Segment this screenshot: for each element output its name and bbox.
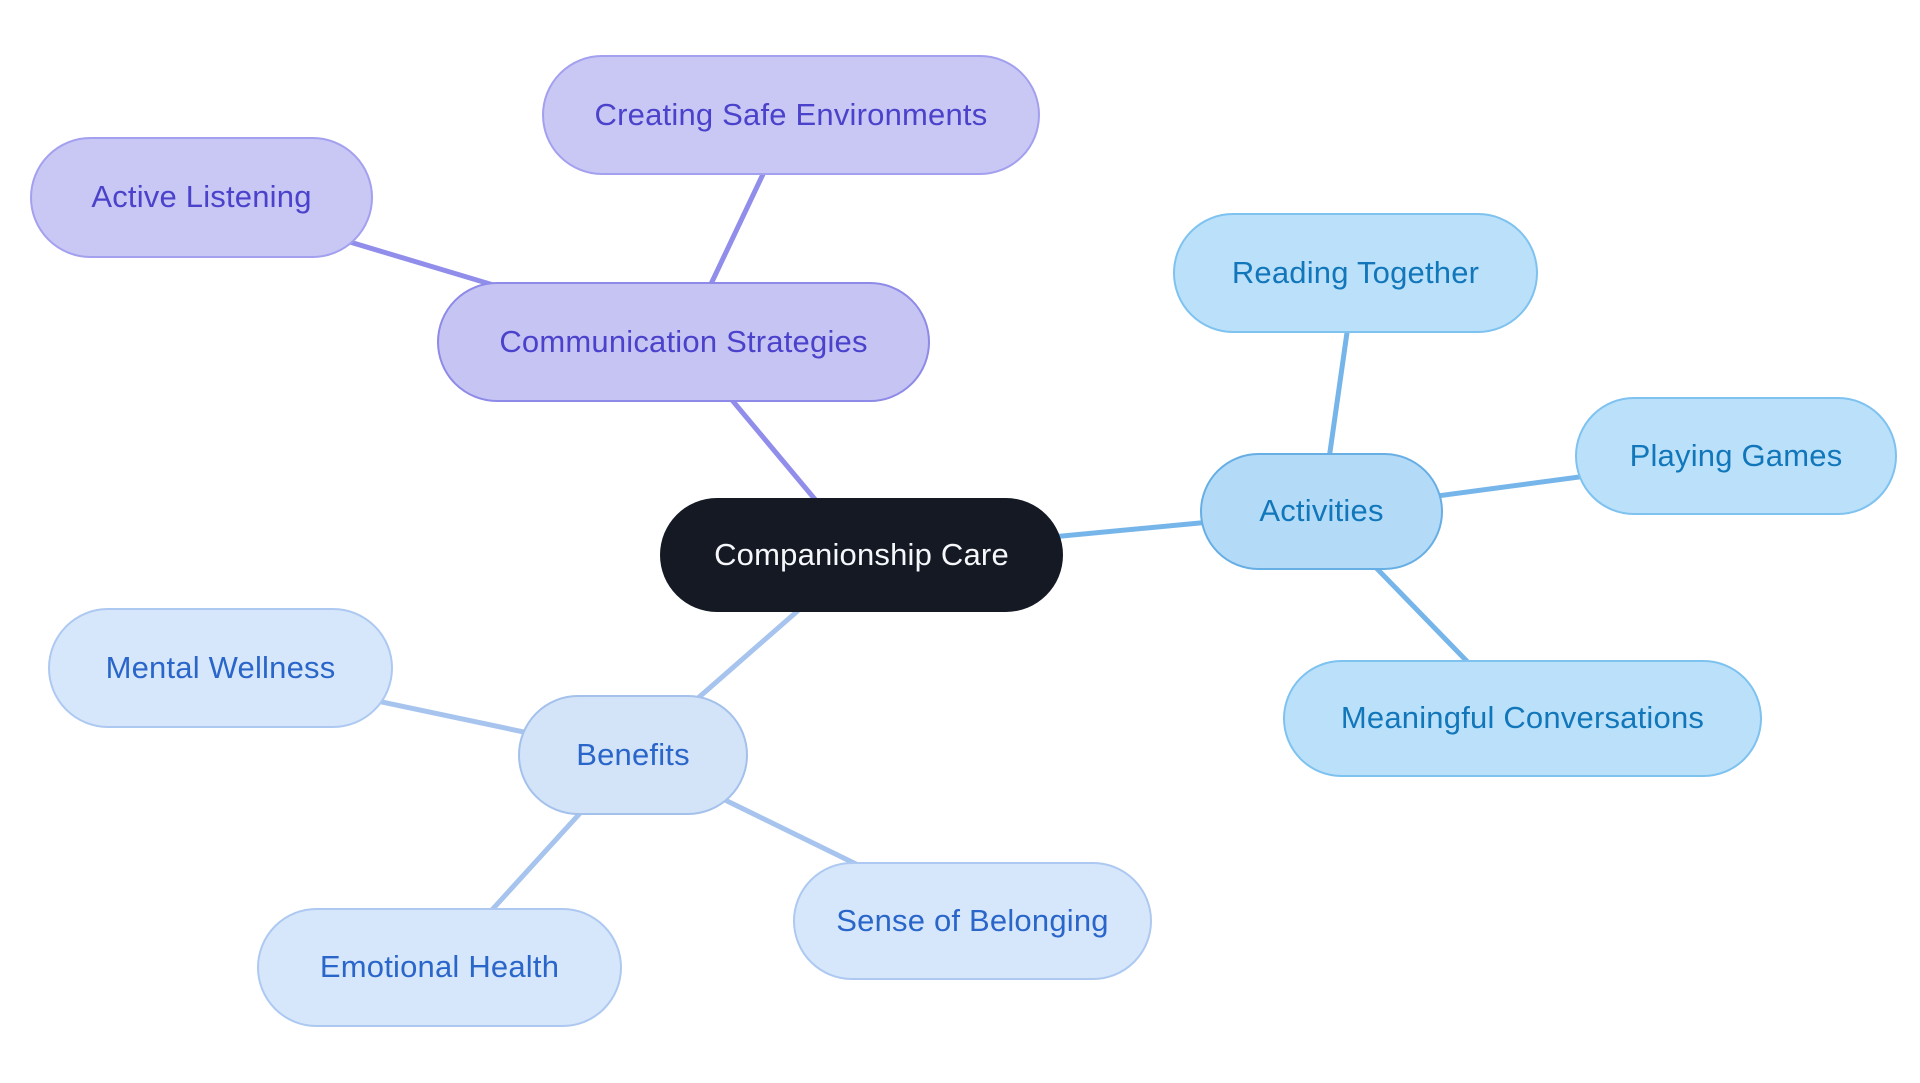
node-mental-wellness[interactable]: Mental Wellness (48, 608, 393, 728)
node-emotional-health[interactable]: Emotional Health (257, 908, 622, 1027)
node-creating-safe-environments[interactable]: Creating Safe Environments (542, 55, 1040, 175)
node-communication-strategies[interactable]: Communication Strategies (437, 282, 930, 402)
node-benefits[interactable]: Benefits (518, 695, 748, 815)
node-playing-games[interactable]: Playing Games (1575, 397, 1897, 515)
node-active-listening[interactable]: Active Listening (30, 137, 373, 258)
node-central-companionship-care[interactable]: Companionship Care (660, 498, 1063, 612)
node-reading-together[interactable]: Reading Together (1173, 213, 1538, 333)
node-activities[interactable]: Activities (1200, 453, 1443, 570)
node-meaningful-conversations[interactable]: Meaningful Conversations (1283, 660, 1762, 777)
node-sense-of-belonging[interactable]: Sense of Belonging (793, 862, 1152, 980)
